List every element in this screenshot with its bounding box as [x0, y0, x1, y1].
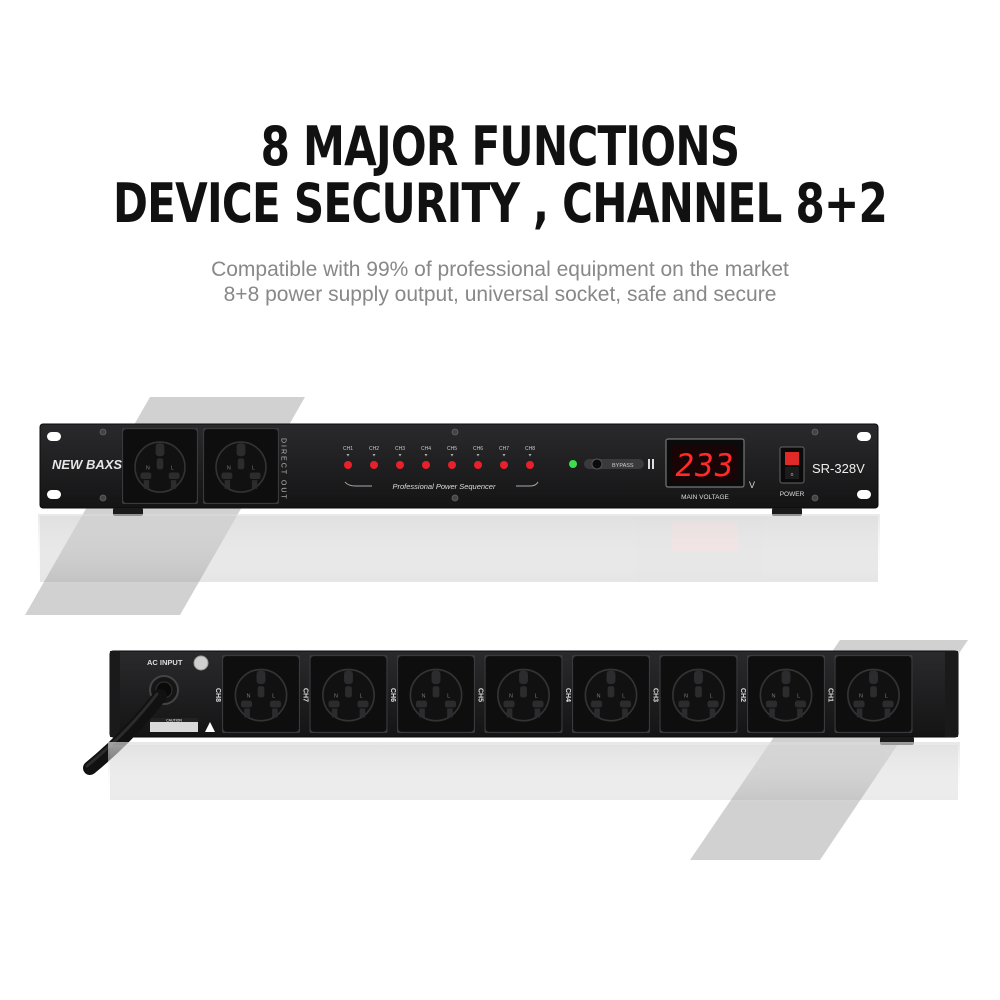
channel-led	[396, 461, 404, 469]
channel-led	[500, 461, 508, 469]
channel-marker	[476, 454, 480, 457]
channel-led-label: CH5	[447, 446, 457, 452]
power-label: POWER	[780, 491, 805, 498]
rear-socket	[747, 655, 825, 733]
voltage-unit: V	[749, 480, 755, 490]
channel-led-label: CH2	[369, 446, 379, 452]
channel-marker	[398, 454, 402, 457]
rear-channel-label: CH1	[827, 688, 834, 702]
channel-led	[448, 461, 456, 469]
bypass-label: BYPASS	[612, 463, 634, 469]
channel-led-label: CH6	[473, 446, 483, 452]
sequencer-label: Professional Power Sequencer	[393, 482, 496, 491]
channel-marker	[502, 454, 506, 457]
caution-label: CAUTION	[166, 719, 182, 723]
rear-channel-label: CH2	[739, 688, 746, 702]
bypass-switch	[591, 458, 603, 470]
rear-channel-label: CH6	[389, 688, 396, 702]
rear-socket	[397, 655, 475, 733]
channel-marker	[528, 454, 532, 457]
subtitle-line-1: Compatible with 99% of professional equi…	[211, 258, 789, 281]
channel-led-label: CH8	[525, 446, 535, 452]
channel-marker	[372, 454, 376, 457]
svg-text:o: o	[791, 472, 794, 478]
channel-led	[526, 461, 534, 469]
channel-marker	[424, 454, 428, 457]
brand-logo: NEW BAXS	[52, 457, 122, 472]
rear-sockets: CH8 CH7 CH6 CH5 CH4 CH3 CH2 CH1	[214, 655, 913, 733]
channel-leds: CH1 CH2 CH3 CH4 CH5 CH6 CH7 CH8	[343, 446, 535, 469]
rear-socket	[572, 655, 650, 733]
channel-led-label: CH7	[499, 446, 509, 452]
rear-channel-label: CH3	[652, 688, 659, 702]
direct-out-label: DIRECT OUT	[280, 438, 287, 501]
channel-marker	[450, 454, 454, 457]
front-socket-2	[203, 428, 279, 504]
channel-led	[370, 461, 378, 469]
channel-led-label: CH4	[421, 446, 431, 452]
rear-channel-label: CH4	[564, 688, 571, 702]
subtitle-line-2: 8+8 power supply output, universal socke…	[223, 283, 777, 306]
front-socket-1	[122, 428, 198, 504]
rear-channel-label: CH7	[302, 688, 309, 702]
rear-channel-label: CH8	[214, 688, 221, 702]
model-label: SR-328V	[812, 461, 865, 476]
headline-line-1: 8 MAJOR FUNCTIONS	[260, 115, 741, 178]
rear-socket	[309, 655, 388, 733]
voltage-display: 233	[676, 448, 735, 484]
rear-socket	[222, 655, 300, 733]
rear-socket	[659, 655, 738, 733]
channel-marker	[346, 454, 350, 457]
rear-socket	[834, 655, 913, 733]
channel-led	[344, 461, 352, 469]
headline-line-2: DEVICE SECURITY , CHANNEL 8+2	[112, 172, 888, 235]
channel-led-label: CH1	[343, 446, 353, 452]
channel-led	[422, 461, 430, 469]
main-voltage-label: MAIN VOLTAGE	[681, 494, 729, 501]
ac-input-label: AC INPUT	[147, 658, 183, 667]
rear-socket	[484, 655, 563, 733]
rear-channel-label: CH5	[477, 688, 484, 702]
channel-led-label: CH3	[395, 446, 405, 452]
channel-led	[474, 461, 482, 469]
